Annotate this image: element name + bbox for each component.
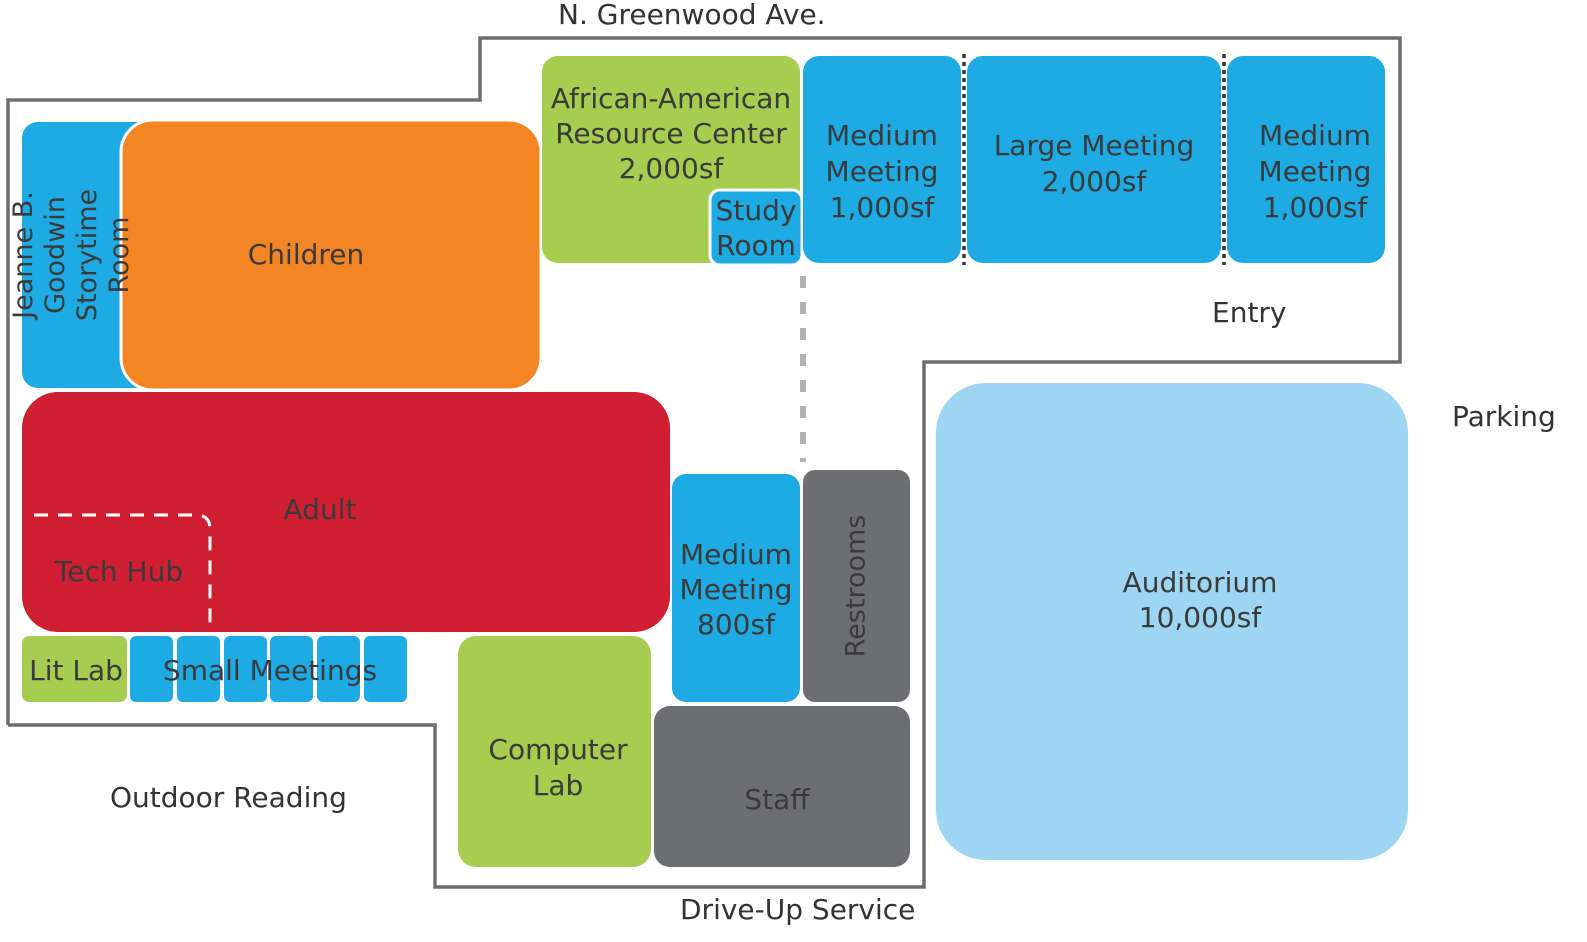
auditorium-label: Auditorium 10,000sf bbox=[1122, 566, 1278, 634]
storytime-room-label: Jeanne B. Goodwin Storytime Room bbox=[8, 188, 136, 322]
medium-meeting-1-label: Medium Meeting 1,000sf bbox=[825, 119, 939, 224]
outdoor-reading-label: Outdoor Reading bbox=[110, 781, 347, 814]
medium-meeting-2-shape bbox=[1227, 56, 1385, 263]
drive-up-label: Drive-Up Service bbox=[680, 893, 916, 926]
street-label-north: N. Greenwood Ave. bbox=[558, 0, 826, 31]
tech-hub-label: Tech Hub bbox=[54, 555, 184, 588]
adult-label: Adult bbox=[283, 493, 357, 526]
large-meeting-shape bbox=[967, 56, 1221, 263]
medium-meeting-3-shape bbox=[672, 474, 800, 702]
auditorium-shape bbox=[936, 383, 1408, 860]
aarc-label: African-American Resource Center 2,000sf bbox=[550, 81, 792, 185]
lit-lab-label: Lit Lab bbox=[29, 654, 123, 687]
adult-shape bbox=[22, 392, 670, 632]
computer-lab-label: Computer Lab bbox=[488, 733, 628, 802]
children-label: Children bbox=[247, 238, 365, 271]
study-room-label: Study Room bbox=[715, 193, 797, 262]
children-shape bbox=[119, 118, 543, 392]
small-meeting-4 bbox=[270, 636, 313, 702]
restrooms-shape bbox=[803, 470, 910, 702]
lit-lab-shape bbox=[22, 636, 127, 702]
large-meeting-label: Large Meeting 2,000sf bbox=[993, 129, 1195, 198]
small-meetings-label: Small Meetings bbox=[162, 654, 378, 687]
parking-label: Parking bbox=[1452, 400, 1556, 433]
small-meeting-1 bbox=[130, 636, 173, 702]
small-meeting-5 bbox=[317, 636, 360, 702]
building-outline bbox=[6, 36, 1402, 889]
tech-hub-outline bbox=[34, 513, 212, 628]
staff-shape bbox=[654, 706, 910, 867]
restrooms-label: Restrooms bbox=[840, 514, 872, 658]
entry-label: Entry bbox=[1212, 296, 1287, 329]
medium-meeting-1-shape bbox=[803, 56, 961, 263]
small-meeting-3 bbox=[224, 636, 267, 702]
small-meeting-6 bbox=[364, 636, 407, 702]
medium-meeting-2-label: Medium Meeting 1,000sf bbox=[1258, 119, 1372, 224]
study-room-shape bbox=[708, 188, 804, 267]
staff-label: Staff bbox=[744, 783, 810, 816]
medium-meeting-3-label: Medium Meeting 800sf bbox=[679, 537, 793, 641]
small-meeting-2 bbox=[177, 636, 220, 702]
computer-lab-shape bbox=[458, 636, 651, 867]
